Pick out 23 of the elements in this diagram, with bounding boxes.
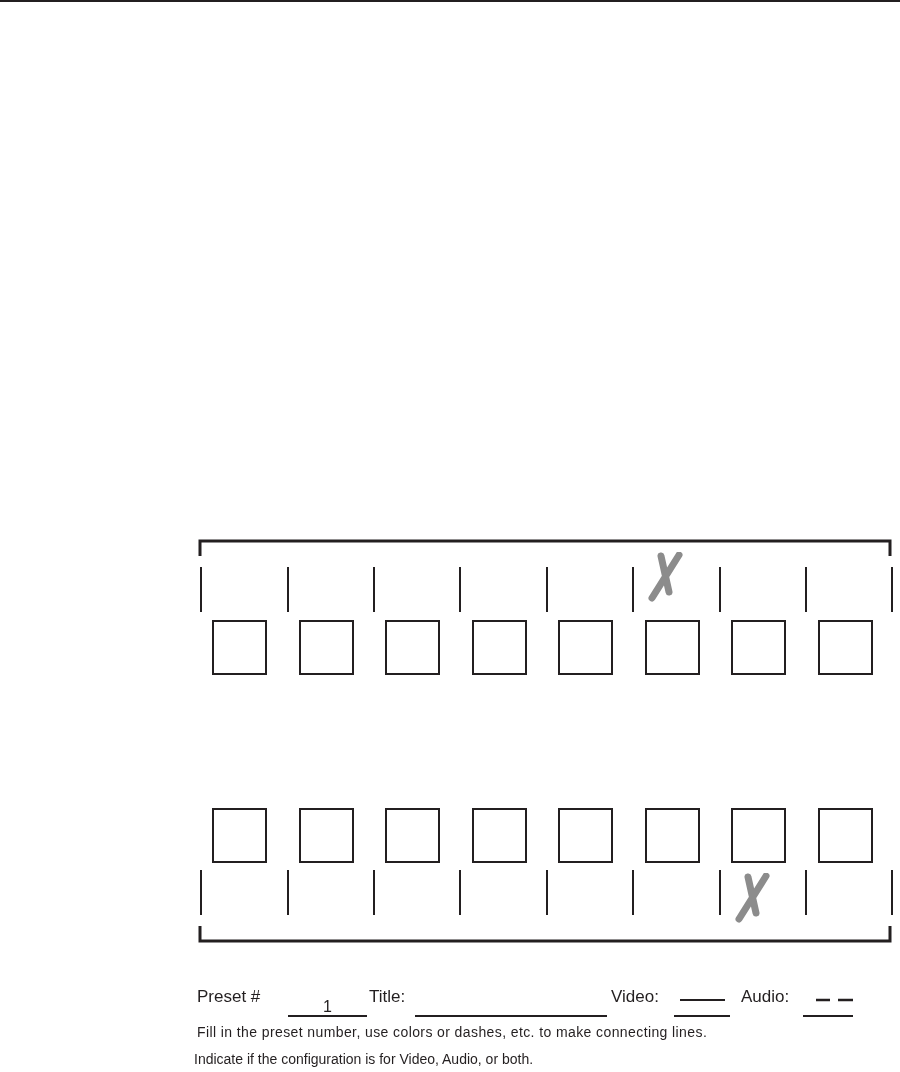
empty-box — [818, 620, 873, 675]
empty-box — [299, 808, 354, 863]
empty-box — [645, 620, 700, 675]
instruction-text: Fill in the preset number, use colors or dashes, etc. to make connecting lines. — [197, 1025, 708, 1039]
empty-box — [385, 620, 440, 675]
form-label: Audio: — [741, 988, 790, 1005]
empty-box — [558, 808, 613, 863]
empty-box — [818, 808, 873, 863]
form-label: Title: — [369, 988, 406, 1005]
empty-box — [212, 808, 267, 863]
empty-box — [212, 620, 267, 675]
instruction-text: Indicate if the configuration is for Video, Audio, or both. — [194, 1052, 534, 1066]
empty-box — [472, 808, 527, 863]
form-label: Video: — [611, 988, 659, 1005]
empty-box — [731, 808, 786, 863]
empty-box — [645, 808, 700, 863]
form-label: Preset # — [197, 988, 261, 1005]
empty-box — [731, 620, 786, 675]
empty-box — [558, 620, 613, 675]
empty-box — [385, 808, 440, 863]
empty-box — [299, 620, 354, 675]
empty-box — [472, 620, 527, 675]
fill-in-line: 1 — [288, 993, 367, 1017]
